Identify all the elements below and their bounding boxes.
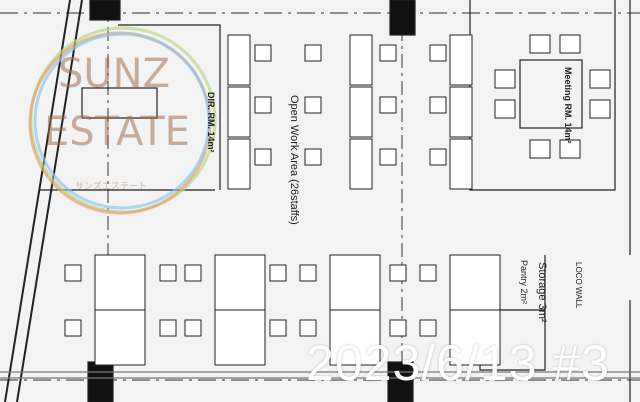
date-stamp: 2023/6/13 #3	[306, 335, 610, 391]
chair	[419, 264, 437, 282]
chair	[379, 44, 397, 62]
chair	[429, 96, 447, 114]
chair	[64, 319, 82, 337]
watermark-kana: サンズエステート	[75, 181, 147, 191]
chair	[159, 264, 177, 282]
chair	[429, 44, 447, 62]
chair	[589, 99, 611, 119]
chair	[304, 44, 322, 62]
chair	[494, 99, 516, 119]
wall	[0, 371, 640, 379]
watermark-rings	[28, 26, 217, 215]
column	[389, 0, 416, 36]
chair	[254, 96, 272, 114]
chair	[529, 139, 551, 159]
chair	[389, 319, 407, 337]
meeting-table	[519, 59, 583, 129]
director-room-label: DIR. RM. 14m²	[206, 92, 216, 153]
watermark-text: SUNZ	[58, 51, 170, 97]
desk	[214, 254, 266, 311]
chair	[254, 148, 272, 166]
chair	[184, 319, 202, 337]
chair	[64, 264, 82, 282]
desk	[329, 254, 381, 311]
chair	[589, 69, 611, 89]
wall-label: LOCO WALL	[574, 262, 583, 309]
pantry-label: Pantry 2m²	[519, 260, 529, 305]
chair	[379, 96, 397, 114]
facade-wall	[4, 0, 83, 402]
chair	[304, 96, 322, 114]
chair	[184, 264, 202, 282]
chair	[529, 34, 551, 54]
column	[89, 0, 121, 21]
chair	[559, 34, 581, 54]
chair	[299, 319, 317, 337]
chair	[389, 264, 407, 282]
desk	[227, 34, 251, 86]
watermark-text: ESTATE	[44, 109, 190, 155]
meeting-room-label: Meeting RM. 14m²	[563, 67, 573, 144]
desk	[94, 309, 146, 366]
desk	[449, 138, 473, 190]
desk	[449, 34, 473, 86]
open-work-area-label: Open Work Area (26staffs)	[288, 95, 300, 225]
desk	[449, 309, 501, 366]
chair	[159, 319, 177, 337]
chair	[559, 139, 581, 159]
column	[87, 361, 114, 402]
desk	[227, 86, 251, 138]
chair	[419, 319, 437, 337]
meeting-room-wall	[469, 0, 616, 191]
desk	[449, 254, 501, 311]
chair	[254, 44, 272, 62]
chair	[269, 319, 287, 337]
desk	[349, 34, 373, 86]
desk	[329, 309, 381, 366]
desk	[94, 254, 146, 311]
desk	[449, 86, 473, 138]
chair	[299, 264, 317, 282]
chair	[379, 148, 397, 166]
director-desk	[81, 87, 158, 119]
chair	[494, 69, 516, 89]
chair	[429, 148, 447, 166]
desk	[349, 86, 373, 138]
chair	[269, 264, 287, 282]
storage-label: Storage 3m²	[536, 262, 548, 323]
desk	[214, 309, 266, 366]
column	[387, 361, 414, 402]
desk	[227, 138, 251, 190]
chair	[304, 148, 322, 166]
desk	[349, 138, 373, 190]
